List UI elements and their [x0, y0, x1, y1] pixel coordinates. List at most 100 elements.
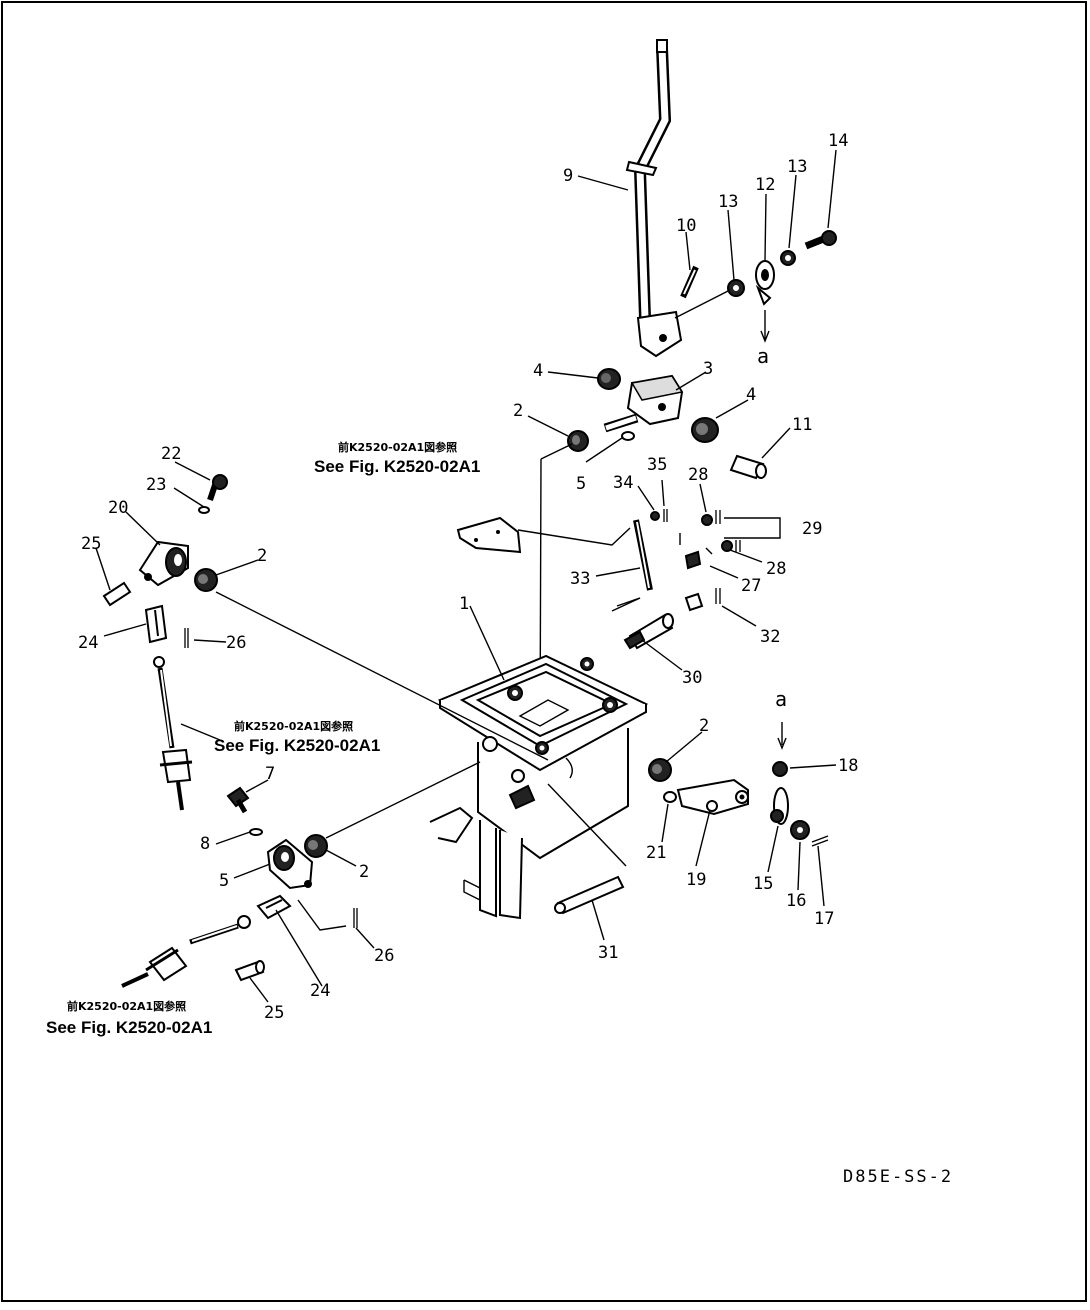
pin-25b	[234, 960, 265, 982]
see-fig-jp-mid: 前K2520-02A1図参照	[234, 719, 353, 733]
bushing-2c	[648, 758, 672, 782]
see-fig-jp-bottom: 前K2520-02A1図参照	[67, 999, 186, 1013]
callout-26b: 26	[374, 946, 394, 966]
ball-joint-15	[770, 787, 789, 825]
callout-27: 27	[741, 576, 761, 596]
bushing-2a	[567, 430, 589, 452]
callout-14: 14	[828, 131, 848, 151]
callout-9: 9	[563, 166, 573, 186]
callout-26a: 26	[226, 633, 246, 653]
callout-16: 16	[786, 891, 806, 911]
callout-5b: 5	[219, 871, 229, 891]
callout-11: 11	[792, 415, 812, 435]
pin-26a	[184, 628, 189, 648]
bolt-22	[207, 474, 228, 501]
callout-24a: 24	[78, 633, 98, 653]
bolt-7	[226, 786, 250, 814]
bolt-10	[680, 265, 699, 299]
pin-30	[623, 613, 674, 650]
callout-33: 33	[570, 569, 590, 589]
callout-2c: 2	[699, 716, 709, 736]
callout-1: 1	[459, 594, 469, 614]
callout-labels: 9 10 13 12 13 14 4 3 2 4 11 5 35 34 28 2…	[78, 131, 858, 1023]
clip-32	[684, 588, 721, 612]
callout-23: 23	[146, 475, 166, 495]
view-letter-a-right: a	[775, 687, 787, 711]
callout-4b: 4	[746, 385, 756, 405]
lever-block-3	[603, 374, 684, 433]
bushing-4b	[691, 417, 719, 443]
pin-26b	[353, 908, 358, 928]
bushing-2b	[194, 568, 218, 592]
callout-17: 17	[814, 909, 834, 929]
callout-25b: 25	[264, 1003, 284, 1023]
control-cable-lower	[121, 915, 251, 988]
callout-34: 34	[613, 473, 633, 493]
clevis-24b	[256, 894, 292, 920]
callout-25a: 25	[81, 534, 101, 554]
lever-19	[676, 778, 749, 816]
see-fig-en-top: See Fig. K2520-02A1	[314, 457, 480, 476]
leader-lines	[95, 149, 837, 1003]
bolt-14	[804, 230, 837, 250]
rod-33	[633, 519, 653, 591]
callout-12: 12	[755, 175, 775, 195]
callout-13b: 13	[787, 157, 807, 177]
callout-2d: 2	[359, 862, 369, 882]
view-letter-a-top: a	[757, 344, 769, 368]
see-fig-en-bottom: See Fig. K2520-02A1	[46, 1018, 212, 1037]
clevis-24a	[144, 604, 168, 644]
nut-34	[650, 511, 660, 521]
callout-3: 3	[703, 359, 713, 379]
clip-27	[684, 547, 713, 570]
callout-19: 19	[686, 870, 706, 890]
see-fig-jp-top: 前K2520-02A1図参照	[338, 440, 457, 454]
case-1	[429, 654, 649, 920]
pin-29b	[735, 540, 741, 552]
ring-21	[663, 791, 677, 803]
ring-5	[621, 431, 635, 441]
callout-4a: 4	[533, 361, 543, 381]
shift-lever	[625, 39, 683, 358]
nut-28b	[721, 540, 733, 552]
callout-35: 35	[647, 455, 667, 475]
control-cable-upper	[153, 656, 193, 811]
callout-28a: 28	[688, 465, 708, 485]
drawing-code: D85E-SS-2	[843, 1167, 953, 1187]
callout-7: 7	[265, 764, 275, 784]
callout-31: 31	[598, 943, 618, 963]
ball-joint-5	[266, 838, 314, 890]
callout-24b: 24	[310, 981, 330, 1001]
callout-2b: 2	[257, 546, 267, 566]
pin-11	[729, 454, 767, 480]
callout-10: 10	[676, 216, 696, 236]
bushing-4a	[597, 368, 621, 390]
callout-15: 15	[753, 874, 773, 894]
callout-20: 20	[108, 498, 128, 518]
callout-28b: 28	[766, 559, 786, 579]
pin-17	[811, 835, 829, 847]
pin-31	[554, 875, 625, 915]
callout-8: 8	[200, 834, 210, 854]
callout-5a: 5	[576, 474, 586, 494]
callout-32: 32	[760, 627, 780, 647]
callout-30: 30	[682, 668, 702, 688]
nut-28a	[701, 514, 713, 526]
callout-18: 18	[838, 756, 858, 776]
pin-35	[663, 509, 668, 522]
ref-part-top	[456, 516, 522, 554]
ball-joint-12	[755, 260, 775, 306]
pin-25a	[102, 581, 132, 607]
callout-2a: 2	[513, 401, 523, 421]
pin-29a	[715, 510, 721, 524]
callout-21: 21	[646, 843, 666, 863]
callout-22: 22	[161, 444, 181, 464]
ball-joint-20	[138, 540, 189, 587]
callout-13a: 13	[718, 192, 738, 212]
bushing-2d	[304, 834, 328, 858]
nut-18	[772, 761, 788, 777]
see-fig-en-mid: See Fig. K2520-02A1	[214, 736, 380, 755]
callout-29: 29	[802, 519, 822, 539]
